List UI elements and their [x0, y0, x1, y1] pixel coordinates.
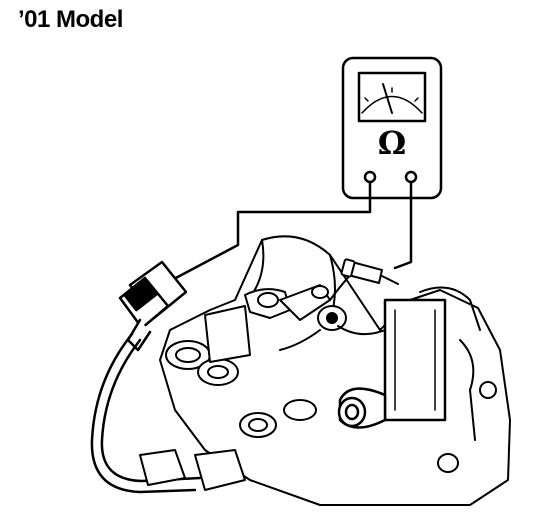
ohmmeter	[341, 56, 443, 200]
harness-cable	[90, 332, 202, 494]
probe-wires	[170, 180, 413, 282]
sensor-connector	[118, 260, 188, 352]
lower-mount	[139, 449, 246, 491]
figure-title: ’01 Model	[18, 6, 123, 33]
test-probe	[340, 258, 399, 285]
valve-cover	[419, 286, 497, 473]
intake-ports	[165, 340, 317, 438]
sensor-bracket	[204, 284, 347, 363]
right-tube	[337, 298, 447, 429]
ohm-symbol: Ω	[377, 124, 407, 162]
